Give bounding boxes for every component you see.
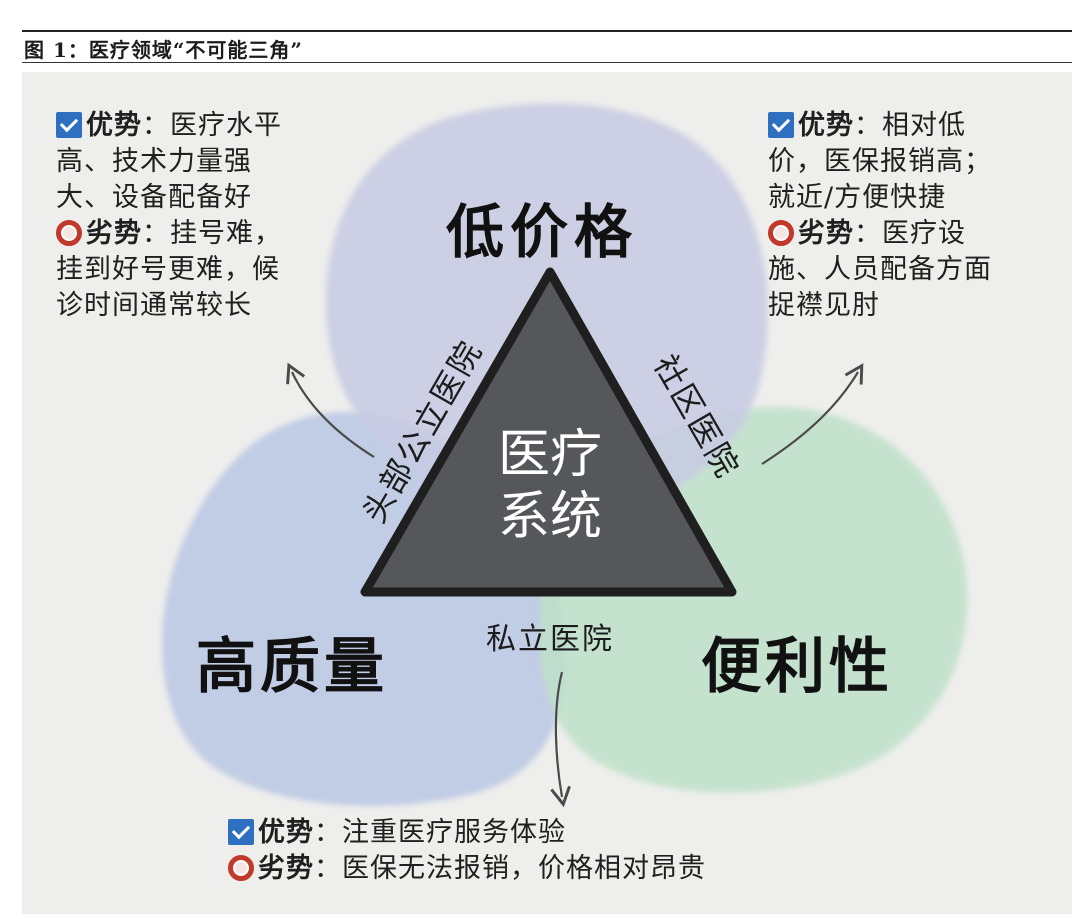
node-high-quality: 高质量 [196,632,388,702]
check-icon [768,112,794,138]
advantage-text: ：医疗水平 [142,110,282,141]
diagram-panel: 医疗 系统 低价格 高质量 便利性 头部公立医院 社区医院 私立医院 优势：医疗… [22,72,1072,914]
disadvantage-text: 诊时间通常较长 [56,290,252,321]
advantage-text: 大、设备配备好 [56,182,252,213]
warning-ring-icon [768,220,794,246]
note-private-hospital: 优势：注重医疗服务体验 劣势：医保无法报销，价格相对昂贵 [228,815,706,887]
advantage-text: 价，医保报销高； [768,146,992,177]
title-rule [22,62,1072,63]
disadvantage-text: 捉襟见肘 [768,290,880,321]
check-icon [56,112,82,138]
bottom-arrow [550,671,571,808]
center-label-line1: 医疗 [498,425,602,485]
disadvantage-label: 劣势 [798,218,854,249]
note-top-public-hospital: 优势：医疗水平 高、技术力量强 大、设备配备好 劣势：挂号难， 挂到好号更难，候… [56,108,282,324]
disadvantage-text: 施、人员配备方面 [768,254,992,285]
top-rule [22,30,1072,32]
note-community-hospital: 优势：相对低 价，医保报销高； 就近/方便快捷 劣势：医疗设 施、人员配备方面 … [768,108,992,324]
center-label-line2: 系统 [498,487,602,547]
edge-label-private-hospital: 私立医院 [486,622,614,657]
right-arrow [761,363,864,465]
check-icon [228,819,254,845]
disadvantage-label: 劣势 [86,218,142,249]
disadvantage-text: 挂到好号更难，候 [56,254,280,285]
advantage-text: 高、技术力量强 [56,146,252,177]
advantage-text: ：注重医疗服务体验 [314,817,566,848]
warning-ring-icon [56,220,82,246]
advantage-label: 优势 [798,110,854,141]
disadvantage-text: ：医保无法报销，价格相对昂贵 [314,853,706,884]
disadvantage-text: ：挂号难， [142,218,282,249]
figure-title: 图 1：医疗领域“不可能三角” [24,38,303,62]
disadvantage-text: ：医疗设 [854,218,966,249]
left-arrow [286,362,375,458]
center-triangle [360,267,737,597]
advantage-label: 优势 [86,110,142,141]
advantage-text: 就近/方便快捷 [768,182,947,213]
advantage-label: 优势 [258,817,314,848]
node-low-price: 低价格 [446,198,638,266]
advantage-text: ：相对低 [854,110,966,141]
warning-ring-icon [228,855,254,881]
node-convenience: 便利性 [701,632,893,702]
triangle-diagram: 医疗 系统 低价格 高质量 便利性 头部公立医院 社区医院 私立医院 [162,103,968,808]
disadvantage-label: 劣势 [258,853,314,884]
